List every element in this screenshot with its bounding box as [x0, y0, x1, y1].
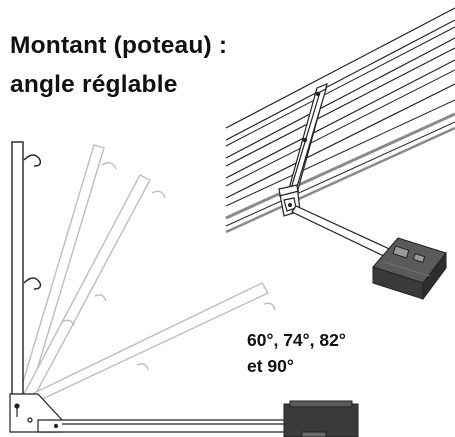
connecting-arm	[291, 205, 397, 260]
lower-rail	[225, 112, 455, 234]
horizontal-arm	[37, 419, 293, 433]
title-line-2: angle réglable	[10, 71, 178, 98]
title-line-1: Montant (poteau) :	[10, 32, 228, 59]
adjustable-post-angles	[9, 141, 359, 437]
angles-caption-line-2: et 90°	[247, 356, 294, 376]
motor-box-side	[283, 400, 359, 437]
faded-post-60deg	[26, 282, 276, 403]
ceiling-rail	[225, 7, 455, 207]
motor-unit	[372, 237, 447, 301]
rail-installation-drawing	[225, 7, 455, 301]
angles-caption-line-1: 60°, 74°, 82°	[247, 330, 346, 350]
support-post	[286, 82, 328, 197]
